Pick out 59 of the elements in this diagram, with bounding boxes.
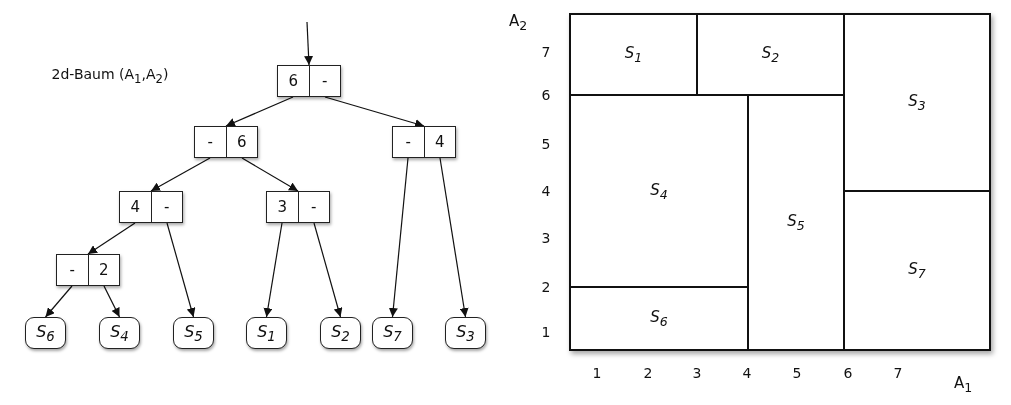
tick-label: 7 xyxy=(893,365,903,381)
split-node-box xyxy=(56,254,120,286)
split-value: - xyxy=(206,132,214,153)
diagram-heading: 2d-Baum (A$_{1}$,A$_{2}$) xyxy=(51,66,169,86)
tick-label: 3 xyxy=(541,230,551,246)
arrow xyxy=(313,222,343,318)
arrow xyxy=(87,222,136,255)
tick-label: 3 xyxy=(692,365,702,381)
split-value: 3 xyxy=(276,197,288,218)
split-value: 2 xyxy=(87,255,119,285)
leaf-node-box: S$_{3}$ xyxy=(445,317,486,349)
tick-label: 7 xyxy=(541,44,551,60)
leaf-node-box: S$_{6}$ xyxy=(25,317,66,349)
split-value: 6 xyxy=(225,127,257,157)
tick-label: 6 xyxy=(843,365,853,381)
split-value: - xyxy=(308,66,340,96)
tick-label: 6 xyxy=(541,87,551,103)
arrow xyxy=(44,285,73,318)
arrow xyxy=(388,157,409,318)
split-node-box xyxy=(392,126,456,158)
split-value: - xyxy=(150,192,182,222)
arrow xyxy=(103,285,121,318)
split-value: 6 xyxy=(287,71,299,92)
tick-label: 2 xyxy=(643,365,653,381)
arrow xyxy=(324,96,425,128)
split-value: - xyxy=(297,192,329,222)
arrow xyxy=(225,96,294,127)
tick-label: 4 xyxy=(742,365,752,381)
axis-label: A$_{1}$ xyxy=(953,373,973,395)
arrow xyxy=(166,222,196,318)
tick-label: 4 xyxy=(541,183,551,199)
partition-region: S$_{7}$ xyxy=(843,190,991,351)
split-value: 4 xyxy=(423,127,455,157)
split-node-box xyxy=(277,65,341,97)
tick-label: 1 xyxy=(592,365,602,381)
split-value: - xyxy=(68,260,76,281)
arrow xyxy=(150,157,211,192)
partition-region: S$_{1}$ xyxy=(569,13,698,96)
arrow xyxy=(304,21,314,66)
split-node-box xyxy=(266,191,330,223)
partition-region: S$_{6}$ xyxy=(569,286,749,351)
partition-region: S$_{3}$ xyxy=(843,13,991,192)
leaf-node-box: S$_{7}$ xyxy=(372,317,413,349)
tick-label: 2 xyxy=(541,279,551,295)
tick-label: 5 xyxy=(541,136,551,152)
split-node-box xyxy=(194,126,258,158)
leaf-node-box: S$_{2}$ xyxy=(320,317,361,349)
split-node-box xyxy=(119,191,183,223)
leaf-node-box: S$_{4}$ xyxy=(99,317,140,349)
split-value: 4 xyxy=(129,197,141,218)
tick-label: 5 xyxy=(792,365,802,381)
axis-label: A$_{2}$ xyxy=(508,11,528,33)
leaf-node-box: S$_{5}$ xyxy=(173,317,214,349)
arrow xyxy=(439,157,469,318)
tick-label: 1 xyxy=(541,324,551,340)
arrow xyxy=(263,222,283,318)
split-value: - xyxy=(404,132,412,153)
arrow xyxy=(241,157,299,192)
leaf-node-box: S$_{1}$ xyxy=(246,317,287,349)
